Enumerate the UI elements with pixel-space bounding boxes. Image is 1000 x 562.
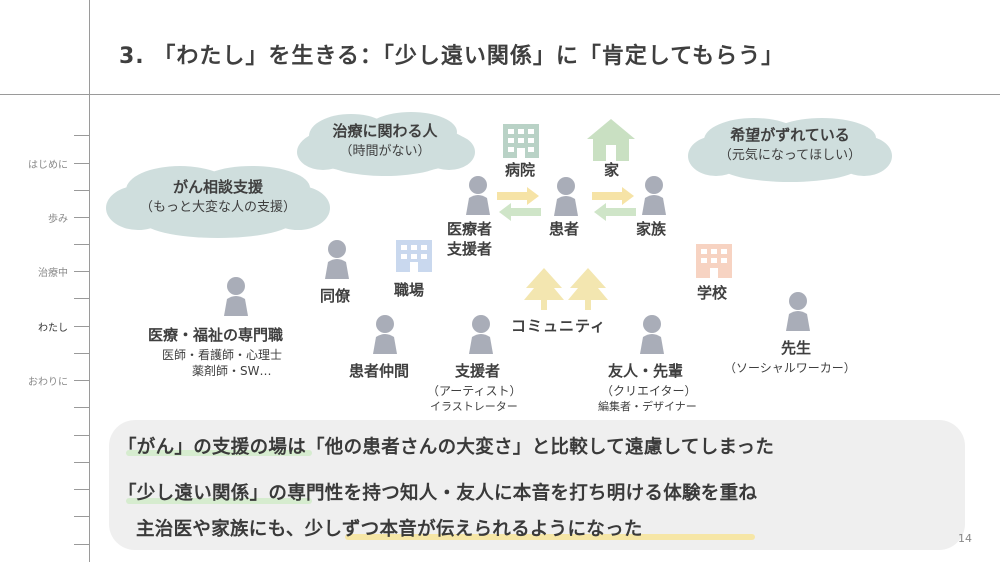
teacher-sub-1: （ソーシャルワーカー） (724, 361, 856, 375)
peer-patient-person-icon (371, 314, 399, 358)
double-arrow-icon (495, 186, 543, 226)
friend-label: 友人・先輩 (608, 362, 684, 380)
colleague-person-icon (323, 239, 351, 283)
summary-line-3: 主治医や家族にも、少しずつ本音が伝えられるようになった (136, 519, 643, 540)
summary-line-2: 「少し遠い関係」の専門性を持つ知人・友人に本音を打ち明ける体験を重ね (118, 483, 758, 504)
teacher-label: 先生 (781, 339, 812, 357)
professional-person-icon (222, 276, 250, 320)
timeline-tick (74, 326, 89, 327)
home-icon (585, 117, 637, 167)
friend-sub-1: （クリエイター） (601, 384, 697, 398)
timeline-tick (74, 353, 89, 354)
professional-label: 医療・福祉の専門職 (148, 326, 284, 344)
nav-item-owarini[interactable]: おわりに (28, 377, 68, 388)
patient-label: 患者 (549, 220, 580, 238)
hospital-icon (501, 122, 541, 162)
friend-person-icon (638, 314, 666, 358)
hospital-label: 病院 (505, 161, 536, 179)
supporter-sub-1: （アーティスト） (427, 384, 522, 398)
timeline-tick (74, 298, 89, 299)
cloud-cancer-consultation-title: がん相談支援 (172, 178, 263, 196)
family-person-icon (640, 175, 668, 219)
patient-person-icon (552, 176, 580, 220)
community-tree-icon (522, 266, 612, 314)
colleague-label: 同僚 (320, 287, 351, 305)
cloud-mismatched-hope-title: 希望がずれている (730, 126, 850, 144)
timeline-tick (74, 271, 89, 272)
timeline-tick (74, 489, 89, 490)
supporter-sub-2: イラストレーター (430, 400, 518, 413)
medical-staff-label: 医療者 支援者 (447, 220, 493, 258)
cloud-cancer-consultation-note: （もっと大変な人の支援） (139, 200, 296, 215)
vertical-divider (89, 0, 90, 562)
home-label: 家 (604, 161, 620, 179)
friend-sub-2: 編集者・デザイナー (598, 400, 697, 413)
timeline-tick (74, 135, 89, 136)
family-label: 家族 (636, 220, 667, 238)
workplace-label: 職場 (394, 281, 425, 299)
timeline-tick (74, 217, 89, 218)
timeline-tick (74, 190, 89, 191)
slide-title: 3. 「わたし」を生きる：「少し遠い関係」に「肯定してもらう」 (119, 44, 785, 69)
community-label: コミュニティ (511, 317, 607, 335)
supporter-label: 支援者 (455, 362, 501, 380)
cloud-shape (297, 112, 475, 176)
nav-item-chiryouchuu[interactable]: 治療中 (38, 268, 68, 279)
timeline-tick (74, 435, 89, 436)
highlight-green (126, 450, 312, 456)
cloud-mismatched-hope: 希望がずれている （元気になってほしい） (684, 114, 896, 184)
nav-item-ayumi[interactable]: 歩み (48, 214, 68, 225)
cloud-mismatched-hope-note: （元気になってほしい） (718, 148, 862, 163)
cloud-cancer-consultation: がん相談支援 （もっと大変な人の支援） (102, 162, 334, 240)
cloud-medical-staff-note: （時間がない） (339, 144, 431, 159)
medical-staff-person-icon (464, 175, 492, 219)
timeline-tick (74, 516, 89, 517)
workplace-icon (394, 238, 434, 276)
professional-sub-2: 薬剤師・SW… (192, 364, 272, 378)
timeline-tick (74, 407, 89, 408)
timeline-tick (74, 163, 89, 164)
cloud-shape (688, 118, 892, 182)
page-number: 14 (958, 532, 972, 545)
timeline-tick (74, 380, 89, 381)
school-label: 学校 (697, 284, 728, 302)
highlight-green (126, 498, 312, 504)
school-icon (694, 242, 734, 282)
summary-line-1: 「がん」の支援の場は「他の患者さんの大変さ」と比較して遠慮してしまった (118, 437, 775, 458)
double-arrow-icon (590, 186, 638, 226)
teacher-person-icon (784, 291, 812, 335)
summary-box (109, 420, 965, 550)
timeline-tick (74, 462, 89, 463)
timeline-tick (74, 544, 89, 545)
supporter-person-icon (467, 314, 495, 358)
header-divider (0, 94, 1000, 95)
cloud-medical-staff-title: 治療に関わる人 (332, 122, 438, 140)
cloud-shape (106, 166, 330, 238)
timeline-tick (74, 244, 89, 245)
peer-patient-label: 患者仲間 (349, 362, 410, 380)
nav-item-watashi[interactable]: わたし (38, 323, 68, 334)
highlight-yellow (345, 534, 755, 540)
professional-sub-1: 医師・看護師・心理士 (162, 348, 283, 362)
nav-item-hajimeni[interactable]: はじめに (28, 160, 68, 171)
cloud-medical-staff: 治療に関わる人 （時間がない） (293, 110, 477, 178)
